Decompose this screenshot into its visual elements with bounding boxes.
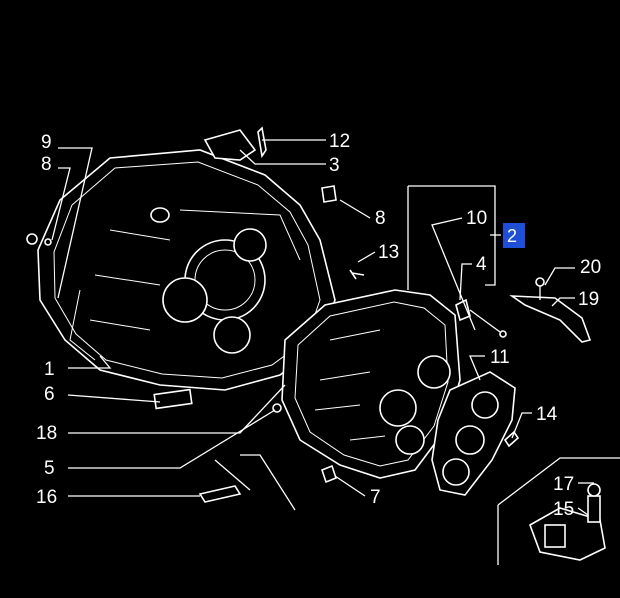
label-10: 10: [466, 208, 487, 229]
callout-labels: 9 8 12 3 8 13 10 4 2 20 19 11 14 1 6 18 …: [36, 131, 601, 520]
label-7: 7: [370, 487, 381, 508]
clutch-housing: [37, 149, 336, 410]
gearbox-case: [281, 289, 461, 479]
label-15: 15: [553, 499, 574, 520]
label-17: 17: [553, 474, 574, 495]
label-20: 20: [580, 257, 601, 278]
label-2-highlight: [503, 223, 525, 248]
label-3: 3: [329, 155, 340, 176]
inset-sensor: [497, 457, 620, 565]
label-8-left: 8: [41, 154, 52, 175]
label-2: 2: [507, 226, 517, 246]
cover-plate: [431, 371, 516, 496]
label-1: 1: [44, 359, 55, 380]
leader-lines: [51, 139, 594, 516]
label-8-right: 8: [375, 208, 386, 229]
label-6: 6: [44, 384, 55, 405]
label-16: 16: [36, 487, 57, 508]
label-11: 11: [490, 347, 510, 368]
label-13: 13: [378, 242, 399, 263]
label-12: 12: [329, 131, 350, 152]
label-4: 4: [476, 254, 487, 275]
label-9: 9: [41, 132, 52, 153]
small-parts-right: [321, 277, 592, 484]
label-19: 19: [578, 289, 599, 310]
label-5: 5: [44, 458, 55, 479]
label-18: 18: [36, 423, 57, 444]
label-14: 14: [536, 404, 558, 425]
